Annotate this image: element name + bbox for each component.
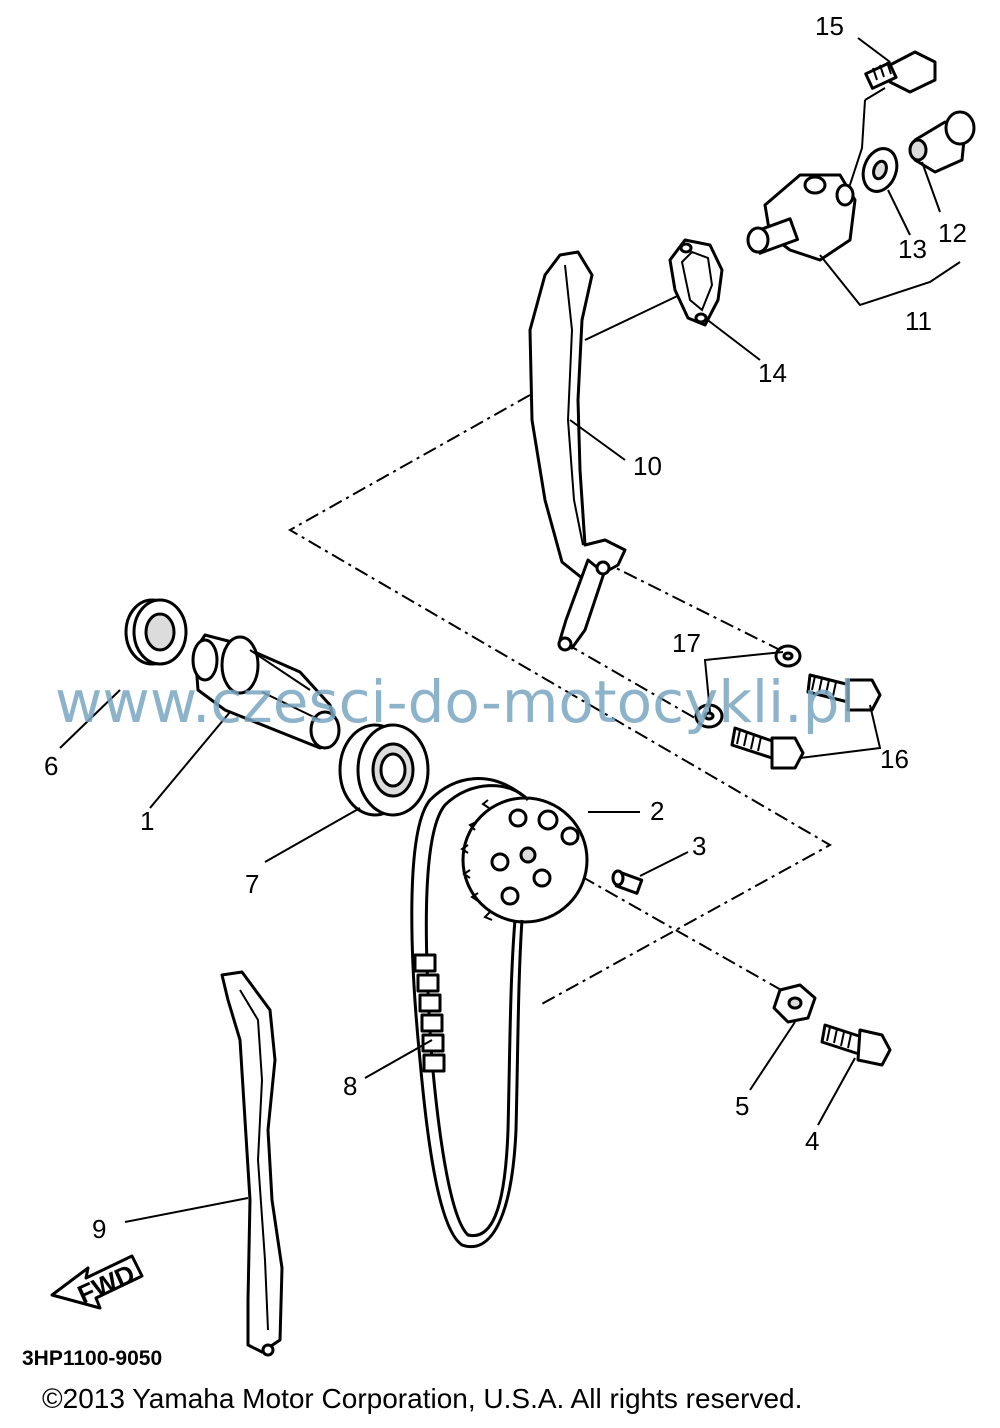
callout-5: 5	[735, 1091, 749, 1121]
part-2-cam-sprocket	[460, 796, 589, 924]
part-5-washer	[772, 983, 817, 1024]
callout-2: 2	[650, 796, 664, 826]
callout-12: 12	[938, 218, 967, 248]
callout-14: 14	[758, 358, 787, 388]
part-14-gasket	[668, 238, 724, 327]
callout-17: 17	[672, 628, 701, 658]
part-3-dowel-pin	[611, 869, 644, 895]
part-9-chain-guide-lower	[220, 970, 284, 1357]
callout-4: 4	[805, 1126, 819, 1156]
part-7-bearing	[338, 723, 430, 817]
callout-leaders	[59, 37, 961, 1223]
callout-15: 15	[815, 11, 844, 41]
callout-7: 7	[245, 869, 259, 899]
callout-9: 9	[92, 1214, 106, 1244]
fwd-direction-arrow: FWD	[50, 1254, 144, 1310]
callout-8: 8	[343, 1071, 357, 1101]
callout-10: 10	[633, 451, 662, 481]
part-13-washer	[861, 147, 899, 193]
part-15-bolt	[864, 50, 937, 94]
part-6-bearing	[124, 598, 188, 666]
part-10-chain-guide-upper	[528, 250, 627, 652]
part-12-cap-bolt	[908, 110, 976, 174]
callout-16: 16	[880, 744, 909, 774]
callout-11: 11	[905, 306, 932, 336]
callout-numbers: 15 12 13 11 14 10 17 16 6 1 2 3 7 8 5 4 …	[44, 11, 967, 1244]
callout-3: 3	[692, 831, 706, 861]
part-4-bolt	[820, 1023, 892, 1067]
copyright-notice: ©2013 Yamaha Motor Corporation, U.S.A. A…	[42, 1383, 803, 1414]
part-11-chain-tensioner	[746, 173, 857, 262]
callout-13: 13	[898, 234, 927, 264]
part-16-bolts	[730, 673, 882, 770]
callout-1: 1	[140, 806, 154, 836]
part-8-cam-chain	[410, 777, 530, 1249]
watermark-text: www.czesci-do-motocykli.pl	[55, 668, 856, 736]
diagram-code: 3HP1100-9050	[22, 1347, 163, 1370]
fwd-label: FWD	[73, 1258, 139, 1309]
callout-6: 6	[44, 751, 58, 781]
part-1-camshaft	[191, 633, 341, 750]
